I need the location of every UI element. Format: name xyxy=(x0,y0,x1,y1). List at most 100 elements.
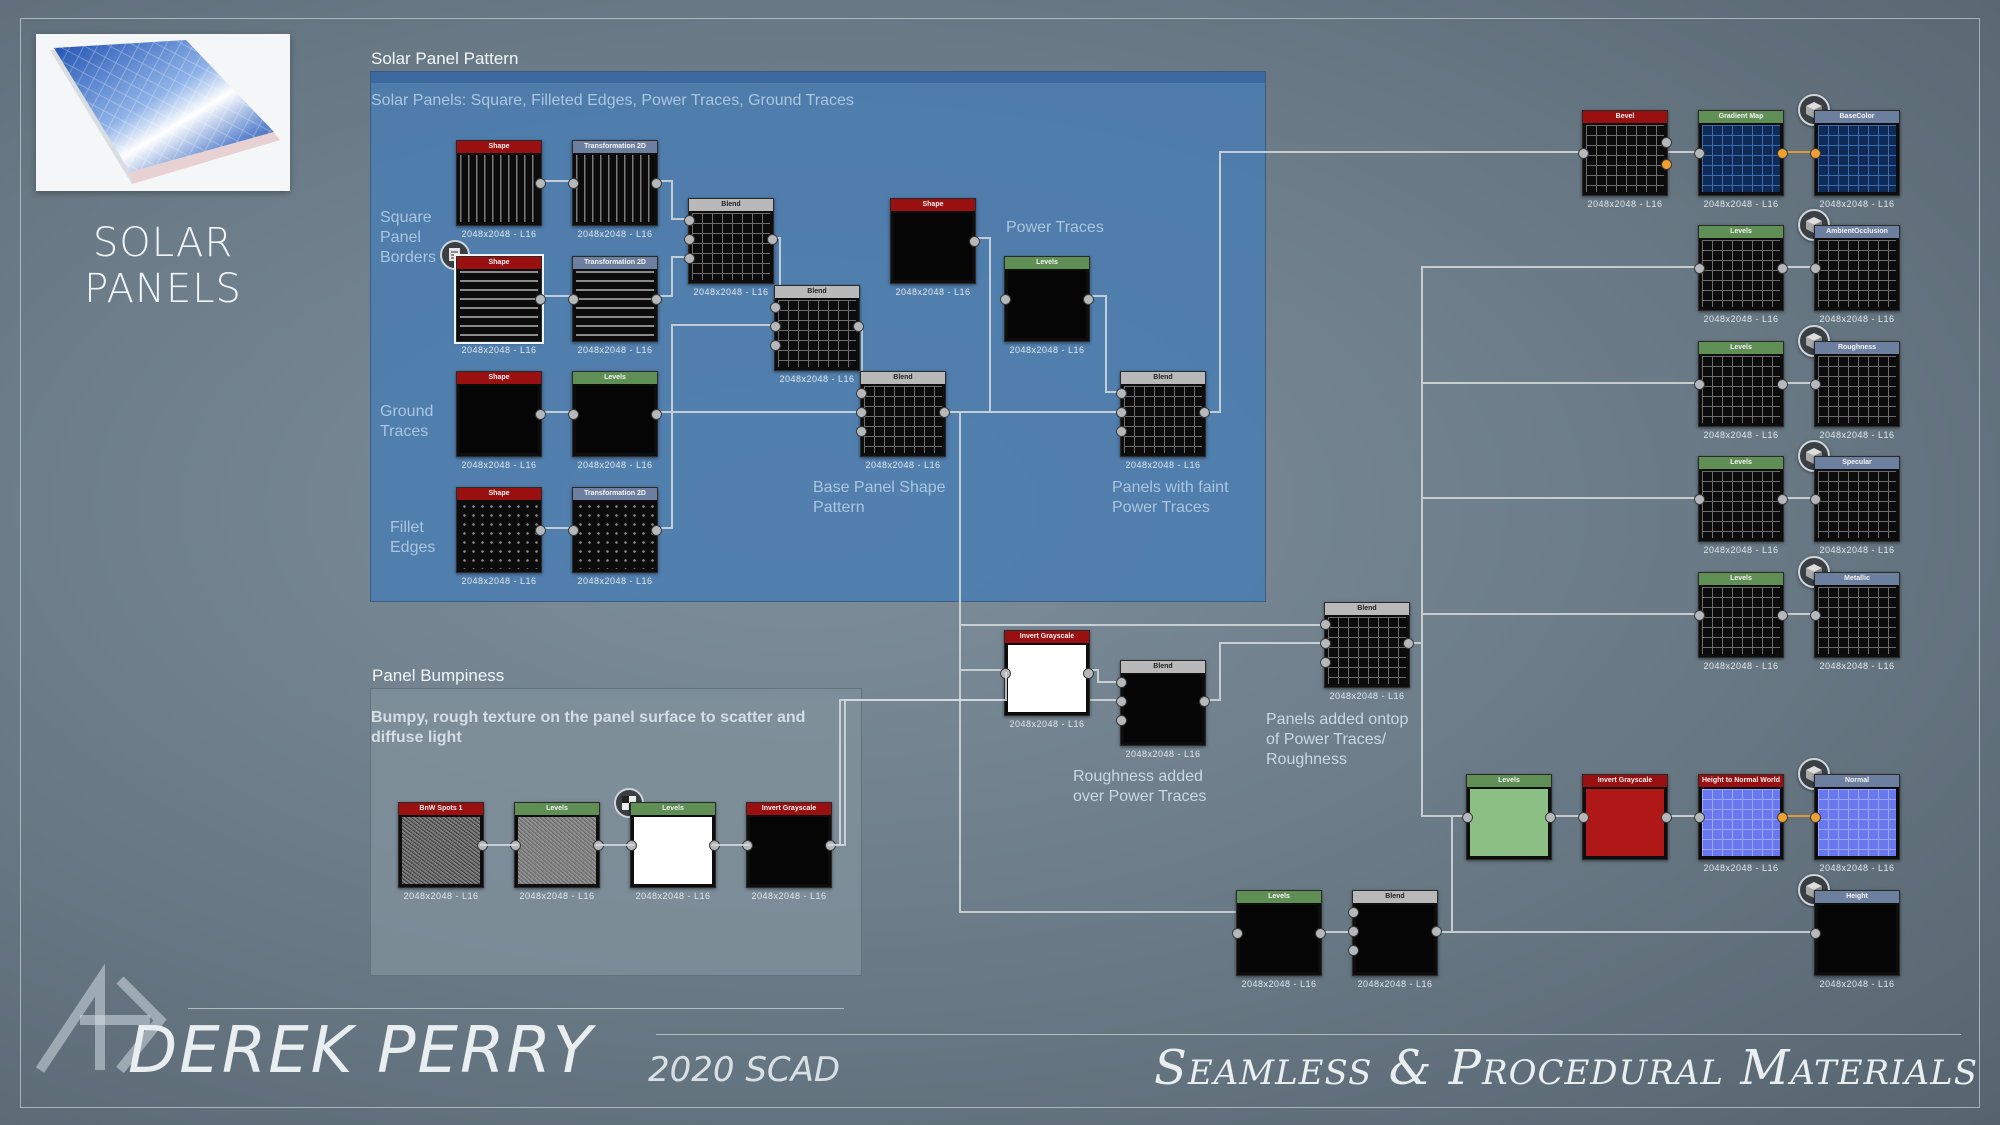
node-levels-power[interactable]: Levels 2048x2048 - L16 xyxy=(1000,256,1094,355)
input-port[interactable] xyxy=(770,340,781,351)
node-blend-roughness[interactable]: Blend 2048x2048 - L16 xyxy=(1116,660,1210,759)
node-gradient-map[interactable]: Gradient Map 2048x2048 - L16 xyxy=(1694,110,1788,209)
input-port[interactable] xyxy=(1116,426,1127,437)
output-port[interactable] xyxy=(593,840,604,851)
input-port[interactable] xyxy=(742,840,753,851)
node-shape-power[interactable]: Shape 2048x2048 - L16 xyxy=(890,198,980,297)
output-port[interactable] xyxy=(1777,379,1788,390)
node-levels-specular[interactable]: Levels 2048x2048 - L16 xyxy=(1694,456,1788,555)
input-port[interactable] xyxy=(1000,668,1011,679)
input-port[interactable] xyxy=(1116,696,1127,707)
node-output-basecolor[interactable]: BaseColor 2048x2048 - L16 xyxy=(1810,110,1900,209)
input-port[interactable] xyxy=(684,234,695,245)
input-port[interactable] xyxy=(1348,926,1359,937)
output-port[interactable] xyxy=(1661,159,1672,170)
input-port[interactable] xyxy=(1810,928,1821,939)
output-port[interactable] xyxy=(535,409,546,420)
node-blend-faint-power[interactable]: Blend 2048x2048 - L16 xyxy=(1116,371,1210,470)
input-port[interactable] xyxy=(1320,619,1331,630)
output-port[interactable] xyxy=(1431,926,1442,937)
input-port[interactable] xyxy=(856,388,867,399)
output-port[interactable] xyxy=(1777,812,1788,823)
input-port[interactable] xyxy=(1000,294,1011,305)
input-port[interactable] xyxy=(1116,388,1127,399)
node-transform-square-b[interactable]: Transformation 2D 2048x2048 - L16 xyxy=(568,256,662,355)
output-port[interactable] xyxy=(535,525,546,536)
output-port[interactable] xyxy=(1545,812,1556,823)
input-port[interactable] xyxy=(1694,610,1705,621)
output-port[interactable] xyxy=(1199,696,1210,707)
output-port[interactable] xyxy=(1661,137,1672,148)
input-port[interactable] xyxy=(1116,677,1127,688)
node-bump-levels-2[interactable]: Levels 2048x2048 - L16 xyxy=(626,802,720,901)
input-port[interactable] xyxy=(1694,263,1705,274)
output-port[interactable] xyxy=(1083,668,1094,679)
node-blend-base-pattern[interactable]: Blend 2048x2048 - L16 xyxy=(856,371,950,470)
output-port[interactable] xyxy=(1777,494,1788,505)
input-port[interactable] xyxy=(568,409,579,420)
node-output-specular[interactable]: Specular 2048x2048 - L16 xyxy=(1810,456,1900,555)
output-port[interactable] xyxy=(651,294,662,305)
node-output-height[interactable]: Height 2048x2048 - L16 xyxy=(1810,890,1900,989)
node-bump-levels-1[interactable]: Levels 2048x2048 - L16 xyxy=(510,802,604,901)
node-bnw-spots[interactable]: BnW Spots 1 2048x2048 - L16 xyxy=(398,802,488,901)
input-port[interactable] xyxy=(1348,945,1359,956)
node-bevel[interactable]: Bevel 2048x2048 - L16 xyxy=(1578,110,1672,209)
output-port[interactable] xyxy=(1199,407,1210,418)
output-port[interactable] xyxy=(1315,928,1326,939)
output-port[interactable] xyxy=(651,525,662,536)
input-port[interactable] xyxy=(856,426,867,437)
output-port[interactable] xyxy=(477,840,488,851)
input-port[interactable] xyxy=(1694,494,1705,505)
output-port[interactable] xyxy=(1403,638,1414,649)
input-port[interactable] xyxy=(770,321,781,332)
input-port[interactable] xyxy=(1320,638,1331,649)
input-port[interactable] xyxy=(1810,148,1821,159)
input-port[interactable] xyxy=(1810,263,1821,274)
node-output-metallic[interactable]: Metallic 2048x2048 - L16 xyxy=(1810,572,1900,671)
node-levels-roughness[interactable]: Levels 2048x2048 - L16 xyxy=(1694,341,1788,440)
node-levels-ground[interactable]: Levels 2048x2048 - L16 xyxy=(568,371,662,470)
output-port[interactable] xyxy=(1661,812,1672,823)
output-port[interactable] xyxy=(767,234,778,245)
input-port[interactable] xyxy=(1810,379,1821,390)
node-blend-panel[interactable]: Blend 2048x2048 - L16 xyxy=(770,285,864,384)
node-levels-metallic[interactable]: Levels 2048x2048 - L16 xyxy=(1694,572,1788,671)
output-port[interactable] xyxy=(651,178,662,189)
node-transform-fillet[interactable]: Transformation 2D 2048x2048 - L16 xyxy=(568,487,662,586)
output-port[interactable] xyxy=(1083,294,1094,305)
output-port[interactable] xyxy=(651,409,662,420)
node-shape-fillet[interactable]: Shape 2048x2048 - L16 xyxy=(456,487,546,586)
output-port[interactable] xyxy=(535,178,546,189)
input-port[interactable] xyxy=(626,840,637,851)
node-blend-height[interactable]: Blend 2048x2048 - L16 xyxy=(1348,890,1442,989)
input-port[interactable] xyxy=(684,253,695,264)
node-output-ambient-occlusion[interactable]: AmbientOcclusion 2048x2048 - L16 xyxy=(1810,225,1900,324)
output-port[interactable] xyxy=(709,840,720,851)
node-invert-grayscale-normal[interactable]: Invert Grayscale xyxy=(1578,774,1672,860)
input-port[interactable] xyxy=(1578,812,1589,823)
input-port[interactable] xyxy=(856,407,867,418)
node-shape-ground[interactable]: Shape 2048x2048 - L16 xyxy=(456,371,546,470)
node-height-to-normal[interactable]: Height to Normal World 2048x2048 - L16 xyxy=(1694,774,1788,873)
output-port[interactable] xyxy=(969,236,980,247)
input-port[interactable] xyxy=(1810,812,1821,823)
node-levels-ao[interactable]: Levels 2048x2048 - L16 xyxy=(1694,225,1788,324)
node-output-roughness[interactable]: Roughness 2048x2048 - L16 xyxy=(1810,341,1900,440)
input-port[interactable] xyxy=(510,840,521,851)
node-shape-square-a[interactable]: Shape 2048x2048 - L16 xyxy=(456,140,546,239)
output-port[interactable] xyxy=(853,321,864,332)
output-port[interactable] xyxy=(1777,148,1788,159)
input-port[interactable] xyxy=(684,215,695,226)
input-port[interactable] xyxy=(770,302,781,313)
input-port[interactable] xyxy=(1320,657,1331,668)
input-port[interactable] xyxy=(1462,812,1473,823)
input-port[interactable] xyxy=(1232,928,1243,939)
node-transform-square-a[interactable]: Transformation 2D 2048x2048 - L16 xyxy=(568,140,662,239)
input-port[interactable] xyxy=(1348,907,1359,918)
output-port[interactable] xyxy=(1777,610,1788,621)
node-output-normal[interactable]: Normal 2048x2048 - L16 xyxy=(1810,774,1900,873)
node-blend-ontop[interactable]: Blend 2048x2048 - L16 xyxy=(1320,602,1414,701)
output-port[interactable] xyxy=(939,407,950,418)
node-bump-invert[interactable]: Invert Grayscale 2048x2048 - L16 xyxy=(742,802,836,901)
